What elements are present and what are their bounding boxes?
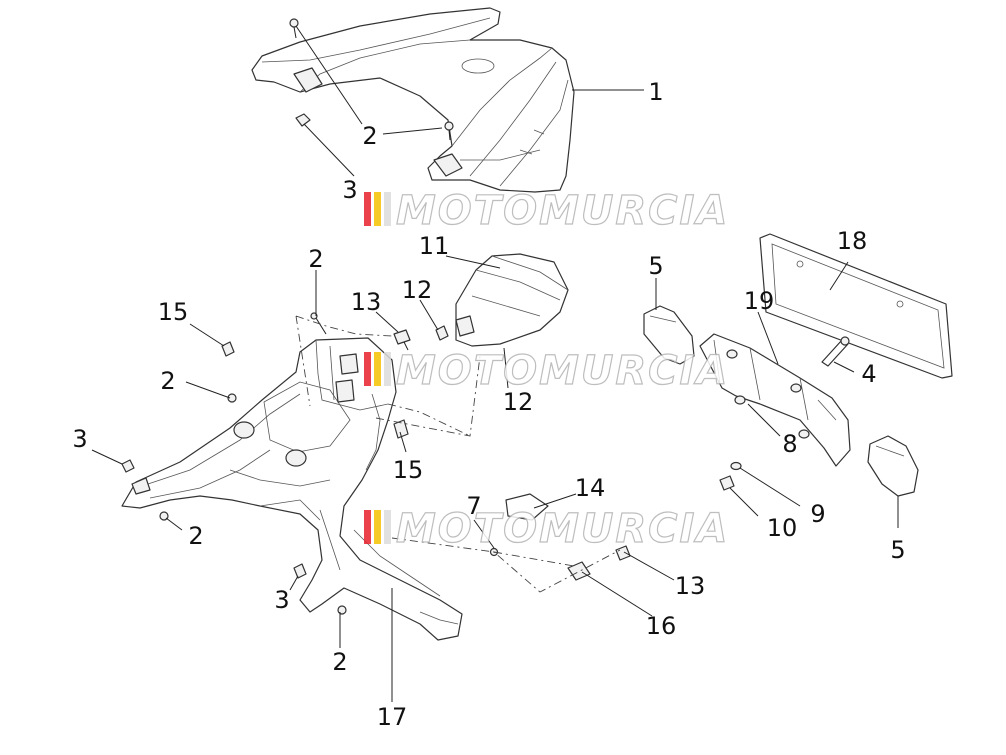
nut-far-left bbox=[121, 459, 135, 473]
assembly-lines bbox=[295, 315, 621, 593]
callout-5: 5 bbox=[890, 536, 905, 564]
watermark-middle: MOTOMURCIA bbox=[364, 347, 729, 395]
part-bolt-4 bbox=[821, 336, 850, 367]
clip-nut-top bbox=[295, 113, 311, 127]
callout-labels: 1 2 3 2 15 2 3 2 13 12 11 12 15 7 14 13 … bbox=[72, 78, 905, 731]
callout-11: 11 bbox=[419, 232, 450, 260]
part-rear-tail-cover bbox=[251, 7, 575, 193]
callout-12: 12 bbox=[503, 388, 534, 416]
watermark-top-text: MOTOMURCIA bbox=[396, 188, 729, 234]
callout-12: 12 bbox=[402, 276, 433, 304]
part-license-plate bbox=[759, 233, 953, 379]
callout-1: 1 bbox=[648, 78, 663, 106]
clip-12-top bbox=[435, 325, 449, 341]
spacer-left bbox=[221, 341, 235, 357]
callout-18: 18 bbox=[837, 227, 868, 255]
part-16-clip bbox=[567, 561, 591, 581]
part-washer-9 bbox=[730, 461, 742, 471]
callout-2: 2 bbox=[332, 648, 347, 676]
clip-left bbox=[227, 393, 237, 403]
nut-bottom bbox=[293, 563, 307, 579]
part-reflector-left bbox=[643, 305, 695, 365]
callout-2: 2 bbox=[188, 522, 203, 550]
watermark-bottom-text: MOTOMURCIA bbox=[396, 506, 729, 552]
callout-16: 16 bbox=[646, 612, 677, 640]
part-reflector-right bbox=[867, 435, 919, 497]
callout-14: 14 bbox=[575, 474, 606, 502]
watermark-bottom: MOTOMURCIA bbox=[364, 505, 729, 553]
callout-13: 13 bbox=[675, 572, 706, 600]
part-cover-11 bbox=[455, 253, 569, 347]
part-nut-10 bbox=[719, 475, 735, 491]
screw-13-top bbox=[393, 329, 411, 351]
watermark-top: MOTOMURCIA bbox=[364, 187, 729, 235]
watermark-middle-text: MOTOMURCIA bbox=[396, 348, 729, 394]
callout-7: 7 bbox=[466, 492, 481, 520]
clip-15-right bbox=[393, 419, 409, 439]
callout-8: 8 bbox=[782, 430, 797, 458]
callout-2: 2 bbox=[308, 245, 323, 273]
callout-13: 13 bbox=[351, 288, 382, 316]
callout-5: 5 bbox=[648, 252, 663, 280]
callout-15: 15 bbox=[158, 298, 189, 326]
callout-4: 4 bbox=[861, 360, 876, 388]
screw-top-left bbox=[289, 18, 299, 39]
callout-2: 2 bbox=[362, 122, 377, 150]
part-plate-bracket bbox=[699, 333, 851, 467]
leader-lines bbox=[91, 25, 899, 702]
callout-2: 2 bbox=[160, 367, 175, 395]
part-rear-frame-assembly bbox=[121, 337, 463, 641]
callout-15: 15 bbox=[393, 456, 424, 484]
callout-3: 3 bbox=[72, 425, 87, 453]
callout-3: 3 bbox=[342, 176, 357, 204]
callout-9: 9 bbox=[810, 500, 825, 528]
callout-17: 17 bbox=[377, 703, 408, 731]
callout-19: 19 bbox=[744, 287, 775, 315]
screw-top-middle bbox=[444, 121, 454, 141]
clip-bottom bbox=[337, 605, 347, 615]
part-14-cover bbox=[505, 493, 549, 521]
callout-10: 10 bbox=[767, 514, 798, 542]
callout-3: 3 bbox=[274, 586, 289, 614]
screw-13-bottom bbox=[615, 545, 631, 561]
